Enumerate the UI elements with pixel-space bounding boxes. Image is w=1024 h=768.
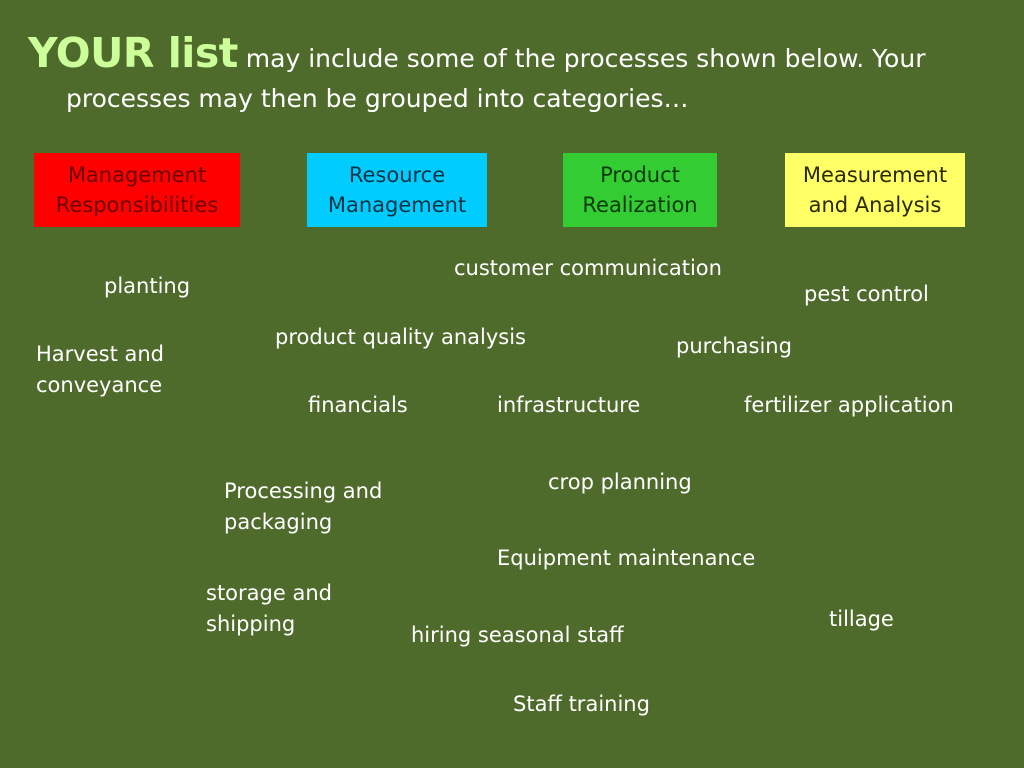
category-label: Measurement and Analysis: [802, 163, 948, 217]
process-financials: financials: [308, 393, 408, 417]
slide-title: YOUR list may include some of the proces…: [28, 33, 988, 117]
process-staff-training: Staff training: [513, 692, 650, 716]
process-processing-and-packaging: Processing and packaging: [224, 479, 383, 534]
title-emphasis: YOUR list: [28, 29, 238, 77]
category-management-responsibilities: Management Responsibilities: [34, 153, 240, 227]
category-resource-management: Resource Management: [307, 153, 487, 227]
category-label: Management Responsibilities: [55, 163, 219, 217]
category-label: Product Realization: [582, 163, 698, 217]
process-harvest-and-conveyance: Harvest and conveyance: [36, 342, 164, 397]
process-product-quality-analysis: product quality analysis: [275, 325, 526, 349]
category-product-realization: Product Realization: [563, 153, 717, 227]
process-crop-planning: crop planning: [548, 470, 692, 494]
category-measurement-and-analysis: Measurement and Analysis: [785, 153, 965, 227]
process-fertilizer-application: fertilizer application: [744, 393, 954, 417]
process-equipment-maintenance: Equipment maintenance: [497, 546, 756, 570]
process-customer-communication: customer communication: [454, 256, 722, 280]
process-infrastructure: infrastructure: [497, 393, 641, 417]
process-purchasing: purchasing: [676, 334, 792, 358]
process-hiring-seasonal-staff: hiring seasonal staff: [411, 623, 624, 647]
title-text-line1: may include some of the processes shown …: [237, 44, 926, 73]
process-planting: planting: [104, 274, 191, 298]
process-pest-control: pest control: [804, 282, 929, 306]
process-storage-and-shipping: storage and shipping: [206, 581, 332, 636]
title-text-line2: processes may then be grouped into categ…: [66, 84, 689, 113]
process-tillage: tillage: [829, 607, 894, 631]
category-label: Resource Management: [327, 163, 467, 217]
